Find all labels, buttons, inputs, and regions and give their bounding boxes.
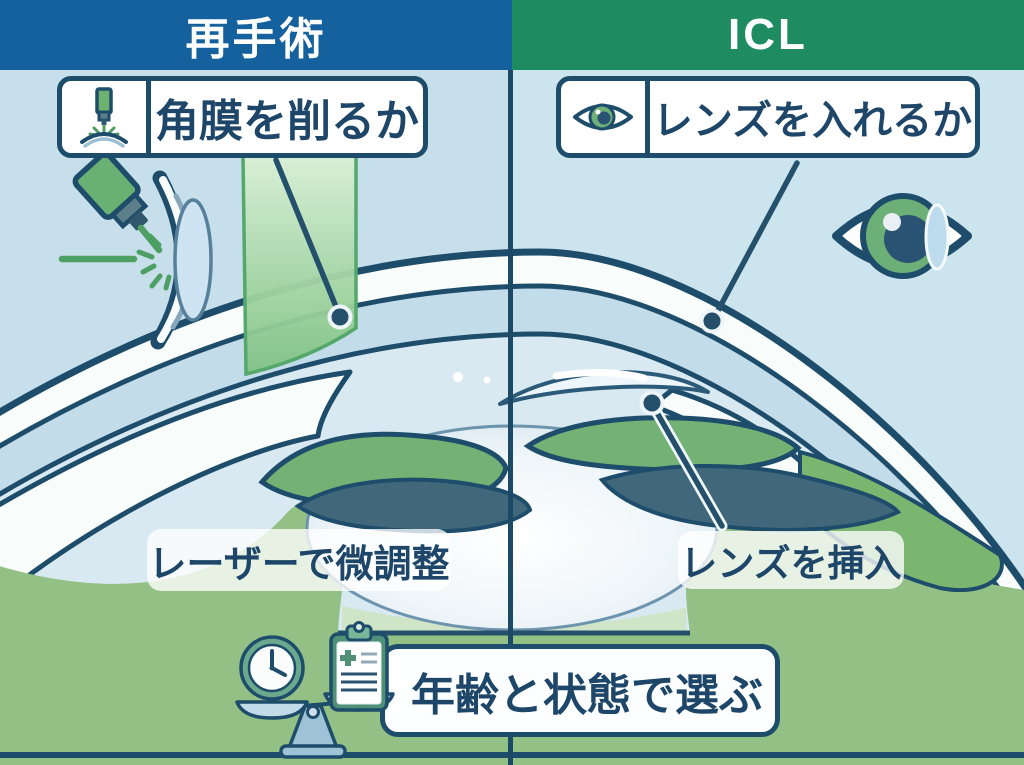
eye-icon xyxy=(832,193,972,279)
cornea-band xyxy=(0,286,1024,672)
clock-icon xyxy=(239,635,305,701)
icl-lens xyxy=(498,370,710,406)
sclera-band xyxy=(0,252,1024,624)
question-box-left: 角膜を削るか xyxy=(57,76,428,158)
header-right-icl: ICL xyxy=(512,0,1024,70)
scale-base xyxy=(279,744,347,759)
laser-tool xyxy=(58,151,172,291)
laser-sparks xyxy=(136,233,172,291)
laser-cornea-icon xyxy=(62,81,151,153)
footer-conclusion-box: 年齢と状態で選ぶ xyxy=(380,644,780,737)
header-left-title: 再手術 xyxy=(185,15,327,64)
scale-pivot xyxy=(306,705,320,719)
sclera-wedge-left xyxy=(0,369,353,601)
iris-right-shadow xyxy=(598,463,902,532)
iris-right xyxy=(523,415,802,473)
panel-divider xyxy=(508,70,513,765)
question-left-label: 角膜を削るか xyxy=(155,97,419,146)
question-right-label: レンズを入れるか xyxy=(652,99,973,143)
iris-left-shadow xyxy=(294,477,533,534)
scale-pan-left xyxy=(235,700,309,720)
cornea-mini-diagram xyxy=(150,170,213,350)
callout-right-top xyxy=(699,160,800,334)
callout-left xyxy=(273,157,353,330)
callout-right-lens xyxy=(639,390,728,532)
clipboard-icon xyxy=(329,621,389,712)
header-right-title: ICL xyxy=(728,10,808,59)
annotation-right-lens: レンズを挿入 xyxy=(678,531,904,589)
header-left-reoperation: 再手術 xyxy=(0,0,512,70)
eye-icon-small xyxy=(561,81,650,153)
laser-beam-column xyxy=(241,154,358,377)
question-box-right: レンズを入れるか xyxy=(556,76,980,158)
annotation-left-laser: レーザーで微調整 xyxy=(147,529,451,591)
balance-scale-icon xyxy=(235,621,395,759)
